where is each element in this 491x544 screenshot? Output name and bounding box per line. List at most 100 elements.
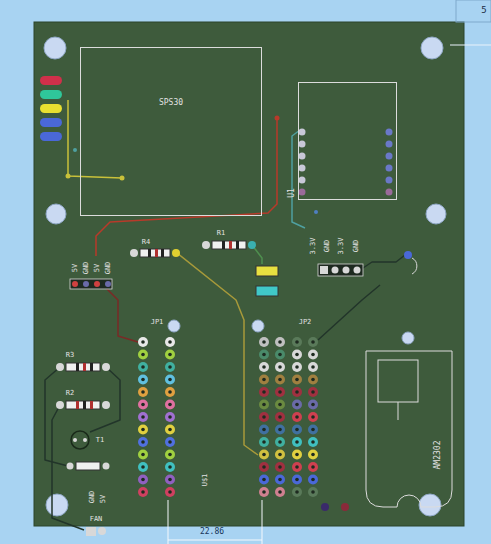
pad-hole	[262, 365, 266, 369]
pad	[259, 412, 269, 422]
pad-hole	[278, 465, 282, 469]
pad	[165, 375, 175, 385]
pad-hole	[262, 415, 266, 419]
pad	[275, 362, 285, 372]
module-pin	[386, 165, 393, 172]
pad-hole	[141, 465, 145, 469]
pad-hole	[262, 478, 266, 482]
pad-hole	[311, 340, 315, 344]
pad	[165, 450, 175, 460]
pad	[308, 337, 318, 347]
transistor-symbol	[71, 431, 89, 449]
pad-hole	[278, 428, 282, 432]
module-outline: U1	[298, 82, 397, 200]
pad-hole	[141, 490, 145, 494]
pad-hole	[278, 440, 282, 444]
pad-hole	[311, 478, 315, 482]
pad-hole	[295, 428, 299, 432]
dots	[66, 116, 350, 512]
part-name: AM2302	[433, 441, 442, 470]
pad-hole	[311, 403, 315, 407]
module-pin	[299, 189, 306, 196]
pad	[292, 387, 302, 397]
pin-pads	[138, 129, 393, 498]
module-pin	[299, 177, 306, 184]
pad	[165, 437, 175, 447]
pad-hole	[141, 365, 145, 369]
pad-hole	[141, 415, 145, 419]
pad	[165, 475, 175, 485]
pad	[138, 450, 148, 460]
sensor-housing	[365, 350, 453, 508]
pad	[292, 362, 302, 372]
silkscreen-label: GND	[104, 262, 112, 275]
pad	[275, 487, 285, 497]
module-pin	[386, 153, 393, 160]
pad-hole	[278, 378, 282, 382]
silkscreen-label: R2	[66, 389, 74, 397]
pad-hole	[311, 440, 315, 444]
pad-hole	[262, 390, 266, 394]
pad-hole	[262, 465, 266, 469]
pad-hole	[278, 453, 282, 457]
pad	[259, 475, 269, 485]
silkscreen-label: GND	[82, 262, 90, 275]
pad-hole	[168, 415, 172, 419]
pad	[308, 450, 318, 460]
pad-hole	[278, 403, 282, 407]
part-name: U1	[287, 188, 296, 198]
pad-hole	[168, 428, 172, 432]
pad-hole	[262, 340, 266, 344]
pad	[292, 487, 302, 497]
pad-hole	[168, 390, 172, 394]
pad-hole	[278, 478, 282, 482]
pad	[138, 387, 148, 397]
pad-hole	[295, 490, 299, 494]
pad-hole	[311, 453, 315, 457]
pad	[308, 475, 318, 485]
pad	[138, 400, 148, 410]
pad-hole	[141, 478, 145, 482]
pad	[259, 487, 269, 497]
module-pin	[299, 129, 306, 136]
pad	[165, 462, 175, 472]
pad-hole	[262, 440, 266, 444]
pad-hole	[295, 478, 299, 482]
pad-hole	[295, 465, 299, 469]
pad	[138, 375, 148, 385]
pad	[275, 475, 285, 485]
pad-hole	[168, 378, 172, 382]
pad-hole	[141, 453, 145, 457]
pad	[275, 387, 285, 397]
pad-hole	[295, 353, 299, 357]
headers	[70, 251, 417, 536]
pad-hole	[168, 478, 172, 482]
silkscreen-label: R3	[66, 351, 74, 359]
frame-line	[450, 45, 491, 46]
pad-hole	[311, 465, 315, 469]
silkscreen-label: 5V	[71, 264, 79, 272]
pad-hole	[262, 428, 266, 432]
module-pin	[299, 141, 306, 148]
pad-hole	[141, 403, 145, 407]
silkscreen-label: GND	[88, 491, 96, 504]
silkscreen-label: GND	[323, 240, 331, 253]
pad-hole	[168, 440, 172, 444]
pad	[275, 437, 285, 447]
resistor-symbols	[56, 241, 256, 470]
silkscreen-label: 5V	[93, 264, 101, 272]
silkscreen-label: R1	[217, 229, 225, 237]
dimension-value: 22.86	[200, 527, 224, 536]
pad	[138, 350, 148, 360]
module-pin	[386, 129, 393, 136]
pad	[275, 412, 285, 422]
pad	[138, 462, 148, 472]
pad	[275, 462, 285, 472]
pad	[308, 400, 318, 410]
pad	[259, 375, 269, 385]
pad	[308, 387, 318, 397]
silkscreen-label: GND	[352, 240, 360, 253]
pad-hole	[168, 365, 172, 369]
pad-hole	[278, 415, 282, 419]
